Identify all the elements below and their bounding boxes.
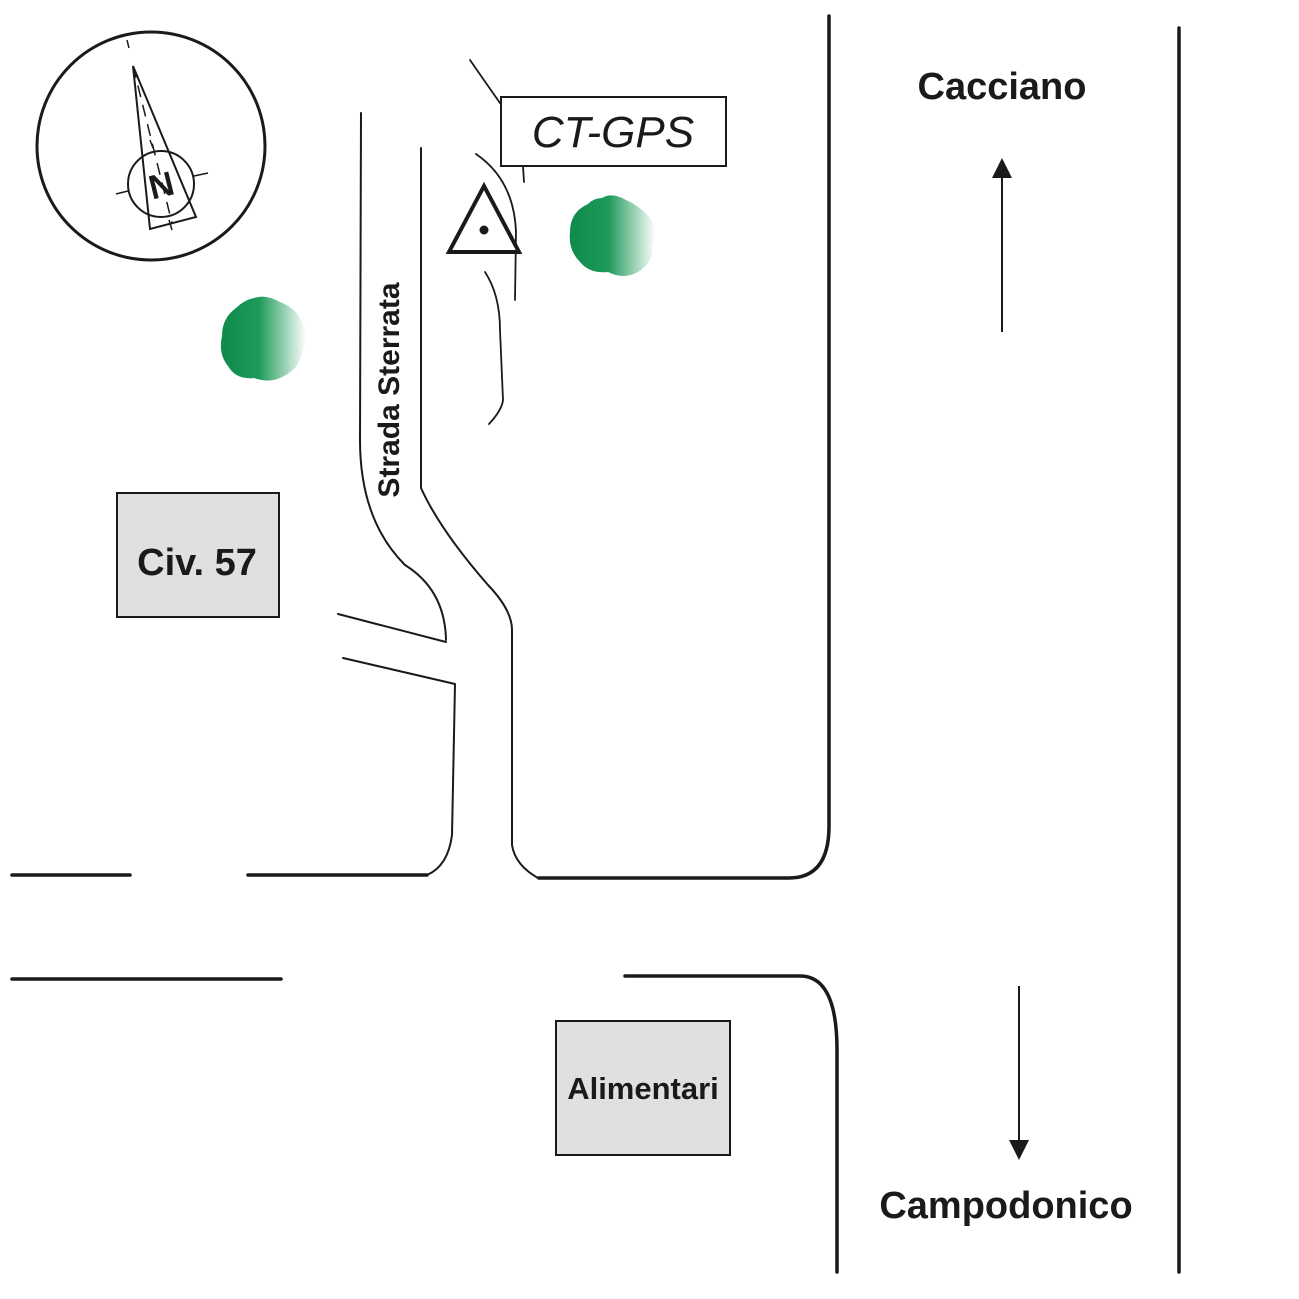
dirt-road xyxy=(337,112,539,879)
compass-icon: N xyxy=(35,30,267,262)
building-alimentari: Alimentari xyxy=(555,1020,731,1156)
main-road xyxy=(537,14,1181,1274)
triangulation-point-icon xyxy=(445,181,523,254)
building-civ-57: Civ. 57 xyxy=(116,492,280,618)
building-civ-label: Civ. 57 xyxy=(137,542,257,584)
direction-south-label: Campodonico xyxy=(879,1185,1132,1227)
road-label: Strada Sterrata xyxy=(373,282,406,497)
direction-north-label: Cacciano xyxy=(918,66,1087,108)
tree-icon xyxy=(220,296,306,381)
station-label: CT-GPS xyxy=(532,108,694,157)
footpath xyxy=(469,59,525,425)
building-shop-label: Alimentari xyxy=(567,1071,719,1106)
station-label-box: CT-GPS xyxy=(500,96,727,167)
arrow-down-icon xyxy=(1009,986,1029,1160)
arrow-up-icon xyxy=(992,158,1012,332)
side-road xyxy=(10,873,429,981)
tree-icon xyxy=(569,195,656,276)
north-label: N xyxy=(145,165,178,208)
